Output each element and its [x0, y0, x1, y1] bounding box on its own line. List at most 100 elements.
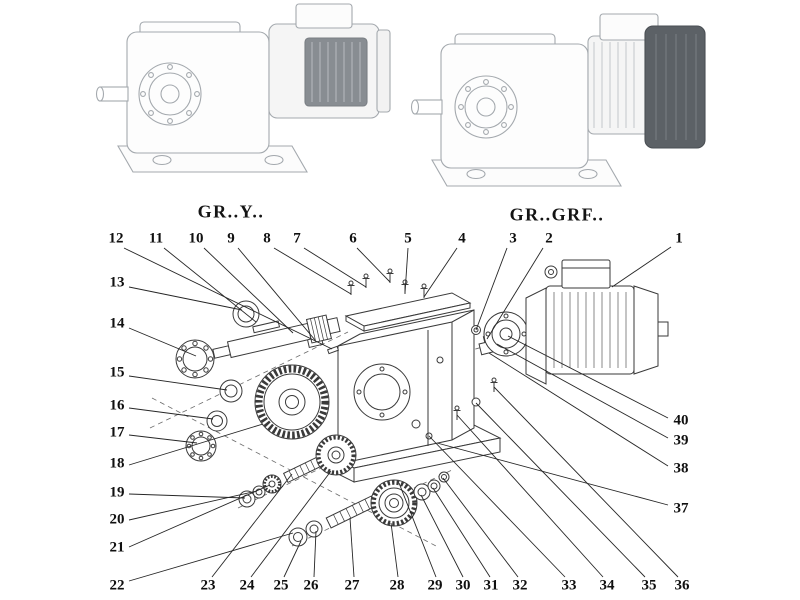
part-number-9: 9 — [227, 230, 235, 247]
leader-line-28 — [390, 522, 399, 578]
leader-line-2 — [486, 247, 544, 340]
part-number-10: 10 — [188, 230, 204, 247]
part-number-28: 28 — [389, 577, 405, 594]
washer-output-a — [288, 527, 308, 547]
part-number-18: 18 — [109, 455, 125, 472]
leader-line-3 — [475, 247, 508, 331]
part-number-29: 29 — [427, 577, 443, 594]
part-number-26: 26 — [303, 577, 319, 594]
part-number-30: 30 — [455, 577, 471, 594]
leader-line-37 — [436, 442, 669, 506]
washer-small-b — [252, 485, 266, 499]
exploded-view-drawing — [149, 259, 669, 547]
leader-line-25 — [283, 540, 302, 578]
gear-large — [254, 364, 330, 440]
part-number-16: 16 — [109, 397, 125, 414]
leader-line-4 — [423, 247, 458, 298]
leader-line-7 — [303, 247, 367, 288]
leader-line-17 — [128, 434, 198, 444]
part-number-32: 32 — [512, 577, 528, 594]
leader-line-13 — [128, 286, 243, 311]
leader-line-18 — [128, 423, 264, 466]
model-label-gr-grf: GR..GRF.. — [509, 204, 605, 225]
leader-line-33 — [428, 435, 566, 578]
part-number-6: 6 — [349, 230, 357, 247]
model-label-gr-y: GR..Y.. — [197, 201, 265, 222]
pinion-small — [262, 474, 282, 494]
leader-line-14 — [128, 327, 197, 357]
leader-line-20 — [128, 490, 258, 521]
part-number-34: 34 — [599, 577, 615, 594]
housing-cover — [344, 292, 472, 332]
part-number-3: 3 — [509, 230, 517, 247]
pin — [326, 345, 340, 355]
part-number-38: 38 — [673, 460, 689, 477]
part-number-31: 31 — [483, 577, 499, 594]
part-number-37: 37 — [673, 500, 689, 517]
input-shaft — [212, 314, 341, 359]
washer-large — [219, 379, 243, 403]
part-number-8: 8 — [263, 230, 271, 247]
leader-line-24 — [250, 470, 332, 578]
leader-line-23 — [211, 473, 293, 578]
leader-line-39 — [496, 343, 669, 439]
leader-line-21 — [128, 484, 271, 548]
leader-line-16 — [128, 407, 214, 420]
leader-line-10 — [203, 247, 294, 334]
leader-line-32 — [442, 477, 519, 578]
leader-line-35 — [475, 402, 646, 578]
leader-line-5 — [404, 247, 409, 294]
leader-line-40 — [507, 335, 669, 419]
leader-line-22 — [128, 532, 294, 582]
leader-line-9 — [237, 247, 316, 341]
leader-line-19 — [128, 493, 246, 499]
part-number-13: 13 — [109, 274, 125, 291]
part-number-1: 1 — [675, 230, 683, 247]
gearmotor-illustration-gr-grf — [410, 13, 706, 187]
electric-motor — [525, 259, 669, 385]
part-number-35: 35 — [641, 577, 657, 594]
gear-housing — [337, 309, 475, 465]
spacer-ring — [206, 410, 228, 432]
part-number-23: 23 — [200, 577, 216, 594]
leader-line-12 — [123, 247, 333, 350]
part-number-4: 4 — [458, 230, 466, 247]
eye-bolt — [544, 265, 558, 279]
part-number-39: 39 — [673, 432, 689, 449]
leader-line-26 — [313, 530, 317, 578]
leader-line-29 — [398, 482, 437, 578]
part-number-27: 27 — [344, 577, 360, 594]
gearmotor-illustration-gr-y — [95, 3, 391, 173]
part-number-15: 15 — [109, 364, 125, 381]
part-number-20: 20 — [109, 511, 125, 528]
part-number-7: 7 — [293, 230, 301, 247]
leader-line-34 — [456, 414, 604, 578]
part-number-33: 33 — [561, 577, 577, 594]
part-number-5: 5 — [404, 230, 412, 247]
part-number-22: 22 — [109, 577, 125, 594]
washer-output-b — [305, 520, 323, 538]
leader-line-6 — [356, 247, 391, 283]
leader-line-1 — [611, 246, 672, 288]
foot-washer — [471, 397, 481, 407]
part-number-21: 21 — [109, 539, 125, 556]
leader-line-30 — [420, 494, 464, 578]
leader-line-8 — [273, 247, 352, 295]
leader-line-15 — [128, 375, 228, 391]
part-number-12: 12 — [108, 230, 124, 247]
leader-line-31 — [432, 487, 491, 578]
part-number-11: 11 — [148, 230, 164, 247]
part-number-2: 2 — [545, 230, 553, 247]
part-number-19: 19 — [109, 484, 125, 501]
part-number-25: 25 — [273, 577, 289, 594]
leader-line-27 — [349, 517, 355, 578]
leader-line-36 — [493, 386, 679, 578]
part-number-36: 36 — [674, 577, 690, 594]
leader-line-38 — [488, 352, 669, 467]
part-number-17: 17 — [109, 424, 125, 441]
gear-medium — [315, 434, 357, 476]
gear-output — [370, 479, 418, 527]
